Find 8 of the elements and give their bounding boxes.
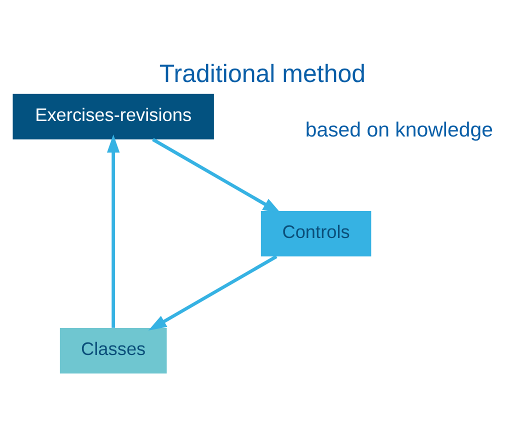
diagram-title: Traditional method (159, 60, 366, 88)
arrow (152, 138, 282, 214)
arrow (148, 255, 278, 330)
node-box: Exercises-revisions (12, 94, 214, 140)
arrow (106, 134, 120, 328)
node-box: Classes (60, 328, 167, 374)
node-box: Controls (260, 210, 372, 256)
label: based on knowledge (305, 118, 493, 142)
